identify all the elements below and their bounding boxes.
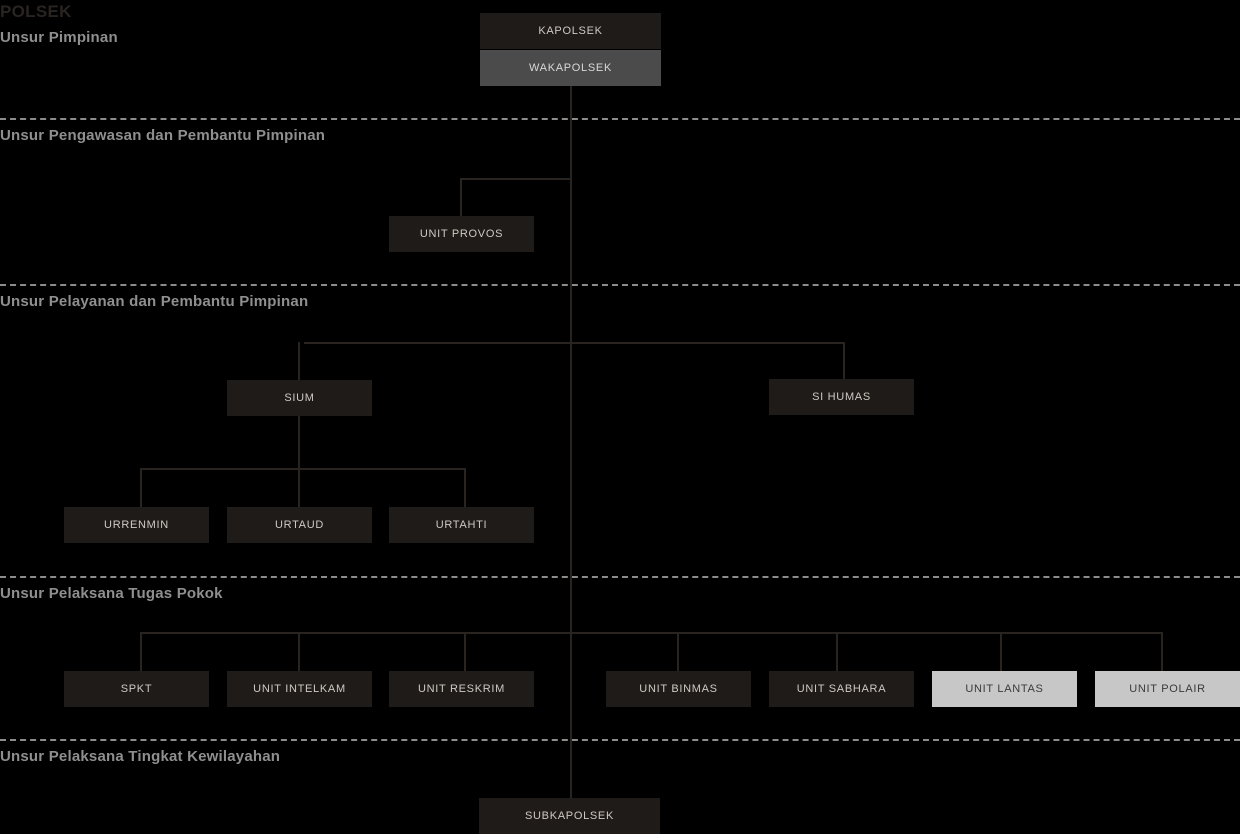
section-divider-4 [0,739,1240,741]
node-unit-intelkam-label: UNIT INTELKAM [253,683,346,695]
node-urtahti-label: URTAHTI [435,519,488,531]
connector-sihumas-vertical [843,342,845,380]
connector-reskrim-vertical [464,632,466,671]
node-spkt[interactable]: SPKT [64,671,209,707]
node-urtaud[interactable]: URTAUD [227,507,372,543]
node-wakapolsek-label: WAKAPOLSEK [528,62,612,74]
node-unit-lantas[interactable]: UNIT LANTAS [932,671,1077,707]
node-unit-provos[interactable]: UNIT PROVOS [389,216,534,252]
connector-urtahti-vertical [464,468,466,507]
node-unit-intelkam[interactable]: UNIT INTELKAM [227,671,372,707]
section-divider-1 [0,118,1240,120]
node-unit-sabhara-label: UNIT SABHARA [796,683,887,695]
node-unit-sabhara[interactable]: UNIT SABHARA [769,671,914,707]
node-unit-reskrim[interactable]: UNIT RESKRIM [389,671,534,707]
connector-binmas-vertical [677,632,679,671]
connector-spkt-vertical [140,632,142,671]
connector-sium-vertical [298,342,300,380]
node-spkt-label: SPKT [120,683,153,695]
connector-urrenmin-vertical [140,468,142,507]
node-unit-reskrim-label: UNIT RESKRIM [417,683,506,695]
node-kapolsek[interactable]: KAPOLSEK [480,13,661,49]
node-unit-binmas-label: UNIT BINMAS [639,683,718,695]
section-label-unsur-pengawasan: Unsur Pengawasan dan Pembantu Pimpinan [0,127,326,144]
section-label-unsur-pelayanan: Unsur Pelayanan dan Pembantu Pimpinan [0,293,309,310]
node-unit-polair-label: UNIT POLAIR [1129,683,1206,695]
spine-main [570,85,572,798]
node-unit-polair[interactable]: UNIT POLAIR [1095,671,1240,707]
connector-provos-vertical [460,178,462,216]
connector-pelaksana-horizontal [140,632,1163,634]
node-unit-provos-label: UNIT PROVOS [419,228,504,240]
node-sium-label: SIUM [284,392,315,404]
section-divider-2 [0,284,1240,286]
node-subkapolsek[interactable]: SUBKAPOLSEK [479,798,660,834]
node-kapolsek-label: KAPOLSEK [538,25,603,37]
node-si-humas-label: SI HUMAS [812,391,871,403]
section-divider-3 [0,576,1240,578]
node-urrenmin-label: URRENMIN [104,519,169,531]
node-urtaud-label: URTAUD [274,519,325,531]
page-title: POLSEK [0,2,72,21]
section-label-unsur-kewilayahan: Unsur Pelaksana Tingkat Kewilayahan [0,748,281,765]
connector-sium-children-horizontal [140,468,466,470]
connector-sium-drop [298,416,300,468]
node-si-humas[interactable]: SI HUMAS [769,379,914,415]
connector-polair-vertical [1161,632,1163,671]
connector-sabhara-vertical [836,632,838,671]
node-sium[interactable]: SIUM [227,380,372,416]
connector-lantas-vertical [1000,632,1002,671]
node-unit-lantas-label: UNIT LANTAS [965,683,1044,695]
connector-pelayanan-horizontal [304,342,845,344]
node-unit-binmas[interactable]: UNIT BINMAS [606,671,751,707]
connector-urtaud-vertical [298,468,300,507]
node-subkapolsek-label: SUBKAPOLSEK [524,810,614,822]
connector-provos-horizontal [460,178,572,180]
section-label-unsur-pimpinan: Unsur Pimpinan [0,29,118,46]
node-urtahti[interactable]: URTAHTI [389,507,534,543]
node-wakapolsek[interactable]: WAKAPOLSEK [480,50,661,86]
connector-intelkam-vertical [298,632,300,671]
section-label-unsur-pelaksana-tugas: Unsur Pelaksana Tugas Pokok [0,585,223,602]
node-urrenmin[interactable]: URRENMIN [64,507,209,543]
